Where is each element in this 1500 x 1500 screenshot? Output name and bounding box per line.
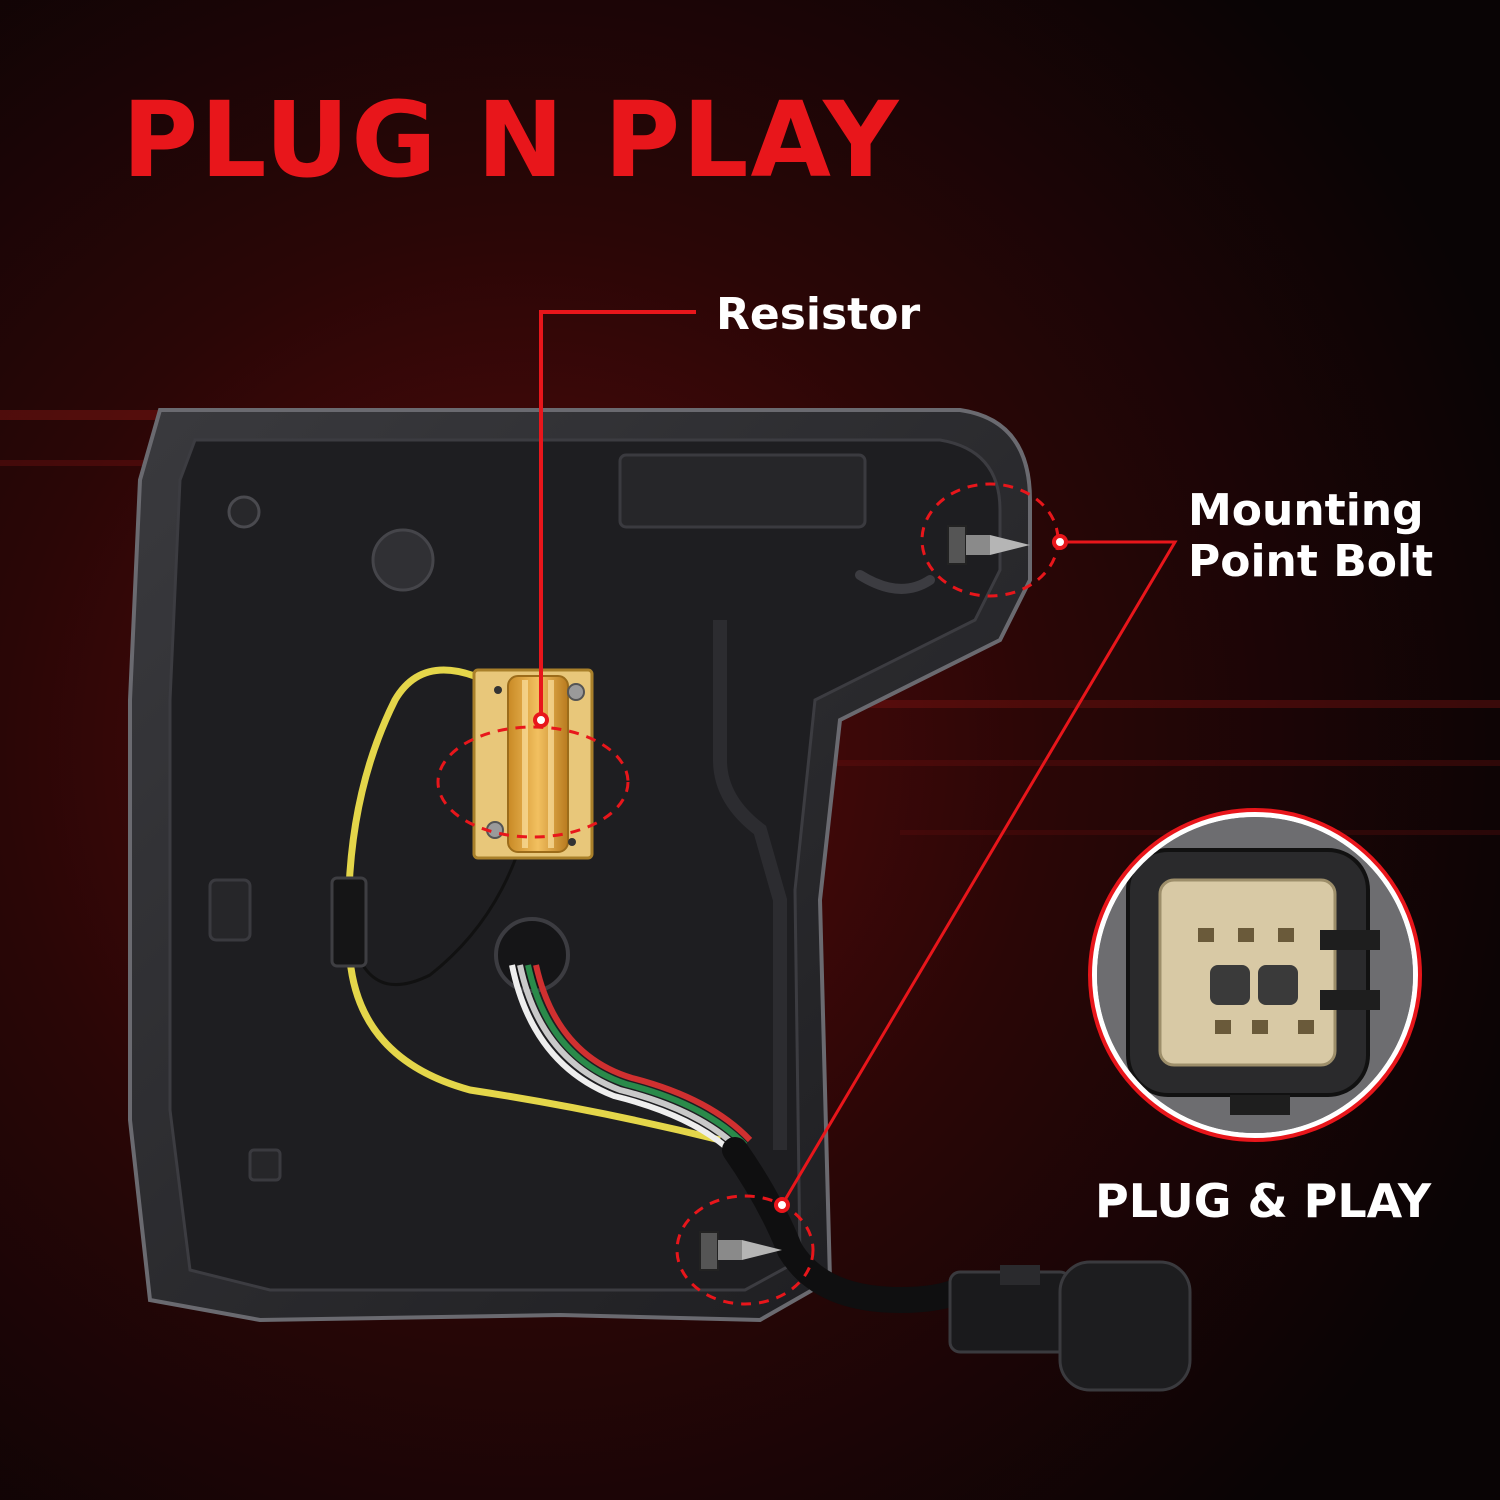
wire-harness-icon [509,964,753,1158]
bottom-bolt-highlight-ring [675,1194,815,1306]
connector-plug-icon [948,1260,1192,1392]
mounting-bolt-label-line2: Point Bolt [1188,535,1434,587]
plug-detail-inset [1088,808,1422,1142]
resistor-highlight-ring [436,725,630,839]
inline-connector-icon [330,876,368,968]
headline: PLUG N PLAY [122,79,901,201]
mounting-bolt-bottom-icon [699,1231,782,1271]
resistor-label: Resistor [716,289,921,340]
tail-light-housing-icon [128,408,1032,1323]
resistor-icon [472,668,594,860]
mounting-bolt-top-icon [947,525,1030,565]
housing-clip [227,495,261,529]
plug-and-play-label: PLUG & PLAY [1095,1174,1432,1228]
mounting-bolt-label-line1: Mounting [1188,485,1424,536]
mounting-bolt-label: Mounting Point Bolt [1188,485,1434,587]
housing-recess [618,453,867,529]
resistor-leader-line [539,310,696,720]
callout-dots [533,534,1068,1213]
housing-grommet [371,528,435,592]
bolt-leader-line [780,540,1178,1206]
thin-wire [358,829,527,987]
